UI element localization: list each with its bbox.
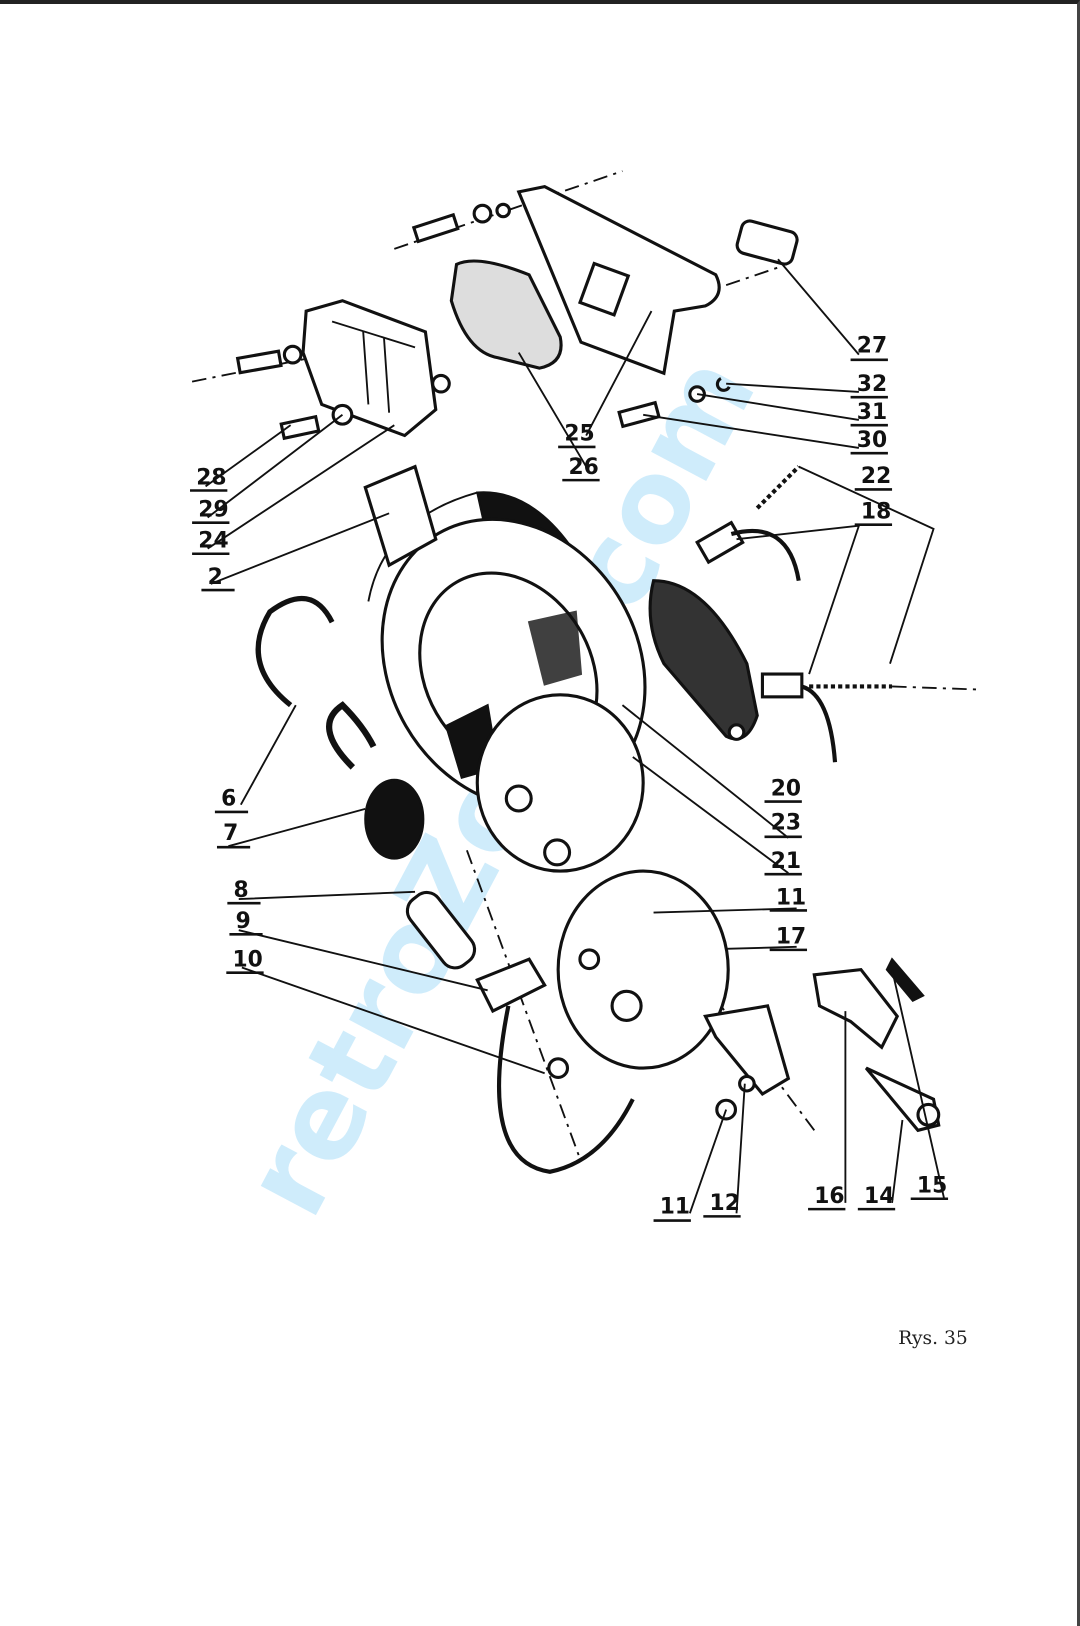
label-28: 28 <box>196 465 226 490</box>
brushes-and-springs <box>695 465 893 763</box>
breaker-plate <box>556 869 730 1070</box>
brush-plate <box>648 579 759 741</box>
cap-wire <box>326 701 377 770</box>
contact-breaker <box>703 1004 791 1121</box>
label-6: 6 <box>221 787 236 812</box>
bolt-top <box>411 202 511 244</box>
label-21: 21 <box>771 849 801 874</box>
label-9: 9 <box>236 909 251 934</box>
connector <box>735 219 799 266</box>
label-2: 2 <box>208 565 223 590</box>
label-14: 14 <box>864 1184 894 1209</box>
label-7: 7 <box>223 821 238 846</box>
label-22: 22 <box>861 464 891 489</box>
label-32: 32 <box>857 372 887 397</box>
label-27: 27 <box>857 334 887 359</box>
label-26: 26 <box>569 455 599 480</box>
cam-lever <box>812 967 900 1050</box>
breaker-arm <box>864 957 941 1133</box>
label-15: 15 <box>917 1174 947 1199</box>
label-11-lower: 11 <box>660 1194 690 1219</box>
label-18: 18 <box>861 499 891 524</box>
label-16: 16 <box>814 1184 844 1209</box>
cable <box>255 595 335 708</box>
label-24: 24 <box>198 529 228 554</box>
label-23: 23 <box>771 811 801 836</box>
bracket-window <box>577 261 631 317</box>
screws-and-washers <box>235 344 731 441</box>
anchor-plate <box>475 693 645 873</box>
callout-labels: 27 32 31 30 22 18 25 26 28 29 24 2 6 7 2… <box>190 334 949 1222</box>
regulator <box>301 299 451 438</box>
label-20: 20 <box>771 776 801 801</box>
rubber-cap <box>364 778 425 860</box>
cover-plate <box>449 259 563 370</box>
label-11-upper: 11 <box>776 885 806 910</box>
label-25: 25 <box>564 422 594 447</box>
label-8: 8 <box>234 878 249 903</box>
figure-caption: Rys. 35 <box>898 1328 967 1349</box>
capacitor <box>405 890 635 1174</box>
label-10: 10 <box>233 947 263 972</box>
label-30: 30 <box>857 428 887 453</box>
label-29: 29 <box>198 497 228 522</box>
label-12: 12 <box>710 1191 740 1216</box>
terminal-block <box>363 464 438 568</box>
label-31: 31 <box>857 400 887 425</box>
label-17: 17 <box>776 925 806 950</box>
